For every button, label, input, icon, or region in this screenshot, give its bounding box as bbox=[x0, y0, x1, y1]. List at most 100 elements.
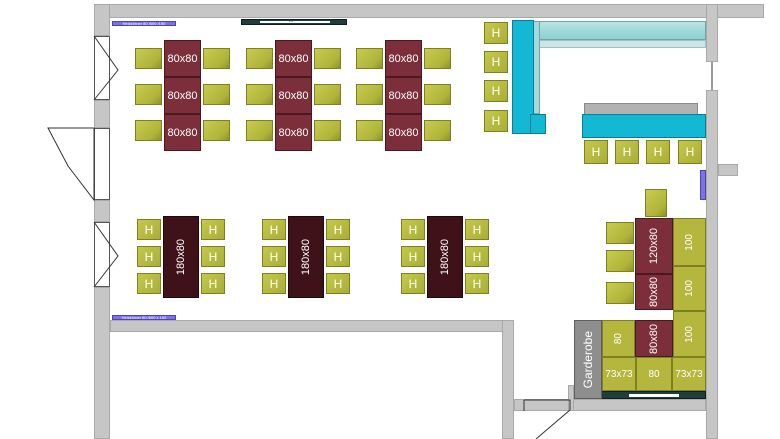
chair-l2-left-2[interactable]: H bbox=[262, 246, 286, 267]
sofa-100-3[interactable]: 100 bbox=[673, 311, 706, 357]
chair-l2-right-1[interactable]: H bbox=[326, 219, 350, 240]
lounge-chair-left-1[interactable] bbox=[606, 222, 634, 244]
bar-counter-vertical bbox=[512, 20, 534, 134]
table-120x80[interactable]: 120x80 bbox=[635, 218, 673, 274]
chair-l3-right-3[interactable]: H bbox=[465, 273, 489, 294]
table-120x80-label: 120x80 bbox=[648, 227, 660, 265]
sofa-100-2-label: 100 bbox=[684, 280, 695, 297]
heater-top: Heizkörper 80 /600 /150 bbox=[112, 21, 176, 26]
sofa-100-3-label: 100 bbox=[684, 325, 695, 343]
table-80x80-g1-3[interactable]: 80x80 bbox=[164, 114, 201, 151]
bar-stool-v-2[interactable]: H bbox=[484, 51, 508, 73]
chair-g2-r3[interactable] bbox=[314, 120, 341, 141]
sofa-80-bottom[interactable]: 80 bbox=[636, 357, 672, 391]
chair-g3-r1[interactable] bbox=[424, 48, 451, 69]
bar-stool-h-2[interactable]: H bbox=[615, 140, 639, 164]
lounge-chair-left-3[interactable] bbox=[606, 282, 634, 304]
chair-g1-r2[interactable] bbox=[203, 84, 230, 105]
chair-l3-left-2[interactable]: H bbox=[401, 246, 425, 267]
chair-l3-left-1[interactable]: H bbox=[401, 219, 425, 240]
bar-stool-h-3[interactable]: H bbox=[646, 140, 670, 164]
bar-stool-h-4[interactable]: H bbox=[678, 140, 702, 164]
bar-back-glass bbox=[538, 21, 706, 40]
bar-stool-v-3[interactable]: H bbox=[484, 80, 508, 102]
chair-g3-l1[interactable] bbox=[356, 48, 383, 69]
bar-counter-horizontal bbox=[582, 114, 706, 138]
chair-g2-r1[interactable] bbox=[314, 48, 341, 69]
bar-stool-v-1[interactable]: H bbox=[484, 22, 508, 44]
chair-g1-l1[interactable] bbox=[135, 48, 162, 69]
chair-g1-l2[interactable] bbox=[135, 84, 162, 105]
chair-g1-l3[interactable] bbox=[135, 120, 162, 141]
sofa-80-left[interactable]: 80 bbox=[602, 320, 635, 357]
table-80x80-g1-1[interactable]: 80x80 bbox=[164, 40, 201, 77]
sofa-100-1[interactable]: 100 bbox=[673, 218, 706, 266]
table-80x80-g2-3[interactable]: 80x80 bbox=[275, 114, 312, 151]
window-frame-left-top bbox=[94, 36, 110, 100]
chair-l3-right-2[interactable]: H bbox=[465, 246, 489, 267]
chair-l1-left-2[interactable]: H bbox=[137, 246, 161, 267]
chair-l1-left-3[interactable]: H bbox=[137, 273, 161, 294]
table-80x80-g3-1[interactable]: 80x80 bbox=[385, 40, 422, 77]
chair-g3-l2[interactable] bbox=[356, 84, 383, 105]
sofa-73-right[interactable]: 73x73 bbox=[672, 357, 706, 391]
table-180x80-1[interactable]: 180x80 bbox=[163, 216, 199, 298]
chair-l2-left-1[interactable]: H bbox=[262, 219, 286, 240]
chair-l1-right-2[interactable]: H bbox=[201, 246, 225, 267]
wall-left-mid2 bbox=[94, 200, 110, 222]
chair-g2-l3[interactable] bbox=[246, 120, 273, 141]
chair-l3-left-3[interactable]: H bbox=[401, 273, 425, 294]
wall-lower-right-horizontal bbox=[514, 399, 706, 411]
chair-g3-l3[interactable] bbox=[356, 120, 383, 141]
wall-lower-right-post bbox=[568, 385, 574, 411]
chair-g1-r3[interactable] bbox=[203, 120, 230, 141]
chair-l2-right-3[interactable]: H bbox=[326, 273, 350, 294]
table-80x80-g1-2[interactable]: 80x80 bbox=[164, 77, 201, 114]
chair-g2-r2[interactable] bbox=[314, 84, 341, 105]
sofa-100-2[interactable]: 100 bbox=[673, 266, 706, 311]
sofa-100-1-label: 100 bbox=[684, 233, 695, 251]
chair-l1-right-3[interactable]: H bbox=[201, 273, 225, 294]
table-180x80-1-label: 180x80 bbox=[175, 238, 187, 276]
door-top bbox=[241, 19, 347, 25]
heater-bottom: Heizkörper 80 /600 x 150 bbox=[112, 315, 176, 320]
chair-g2-l2[interactable] bbox=[246, 84, 273, 105]
wall-right-stub bbox=[718, 164, 738, 176]
chair-g3-r2[interactable] bbox=[424, 84, 451, 105]
table-80x80-g2-1[interactable]: 80x80 bbox=[275, 40, 312, 77]
table-80x80-g3-3[interactable]: 80x80 bbox=[385, 114, 422, 151]
table-80x80-lounge-a[interactable]: 80x80 bbox=[635, 274, 673, 310]
bar-back-glass-2 bbox=[538, 40, 706, 48]
chair-l2-right-2[interactable]: H bbox=[326, 246, 350, 267]
table-80x80-g3-2[interactable]: 80x80 bbox=[385, 77, 422, 114]
table-180x80-2[interactable]: 180x80 bbox=[288, 216, 324, 298]
wall-right-upper bbox=[706, 4, 718, 62]
garderobe-label: Garderobe bbox=[581, 330, 595, 389]
heater-right bbox=[700, 170, 706, 200]
garderobe[interactable]: Garderobe bbox=[574, 320, 602, 399]
sofa-80-left-label: 80 bbox=[613, 332, 624, 345]
door-bottom-mark: Tü bbox=[650, 390, 655, 395]
bar-counter-end bbox=[530, 114, 546, 134]
sofa-73-left[interactable]: 73x73 bbox=[602, 357, 636, 391]
door-top-mark: Tü bbox=[288, 18, 293, 23]
chair-l3-right-1[interactable]: H bbox=[465, 219, 489, 240]
table-180x80-2-label: 180x80 bbox=[300, 238, 312, 276]
table-180x80-3[interactable]: 180x80 bbox=[427, 216, 463, 298]
chair-g1-r1[interactable] bbox=[203, 48, 230, 69]
chair-l1-right-1[interactable]: H bbox=[201, 219, 225, 240]
wall-left-upper bbox=[94, 4, 110, 36]
chair-g2-l1[interactable] bbox=[246, 48, 273, 69]
table-80x80-lounge-a-label: 80x80 bbox=[648, 277, 660, 307]
table-180x80-3-label: 180x80 bbox=[439, 238, 451, 276]
chair-l1-left-1[interactable]: H bbox=[137, 219, 161, 240]
bar-stool-v-4[interactable]: H bbox=[484, 110, 508, 132]
table-80x80-g2-2[interactable]: 80x80 bbox=[275, 77, 312, 114]
chair-g3-r3[interactable] bbox=[424, 120, 451, 141]
lounge-chair-top[interactable] bbox=[645, 189, 667, 217]
chair-l2-left-3[interactable]: H bbox=[262, 273, 286, 294]
lounge-chair-left-2[interactable] bbox=[606, 250, 634, 272]
bar-stool-h-1[interactable]: H bbox=[584, 140, 608, 164]
table-80x80-lounge-b[interactable]: 80x80 bbox=[635, 320, 673, 357]
